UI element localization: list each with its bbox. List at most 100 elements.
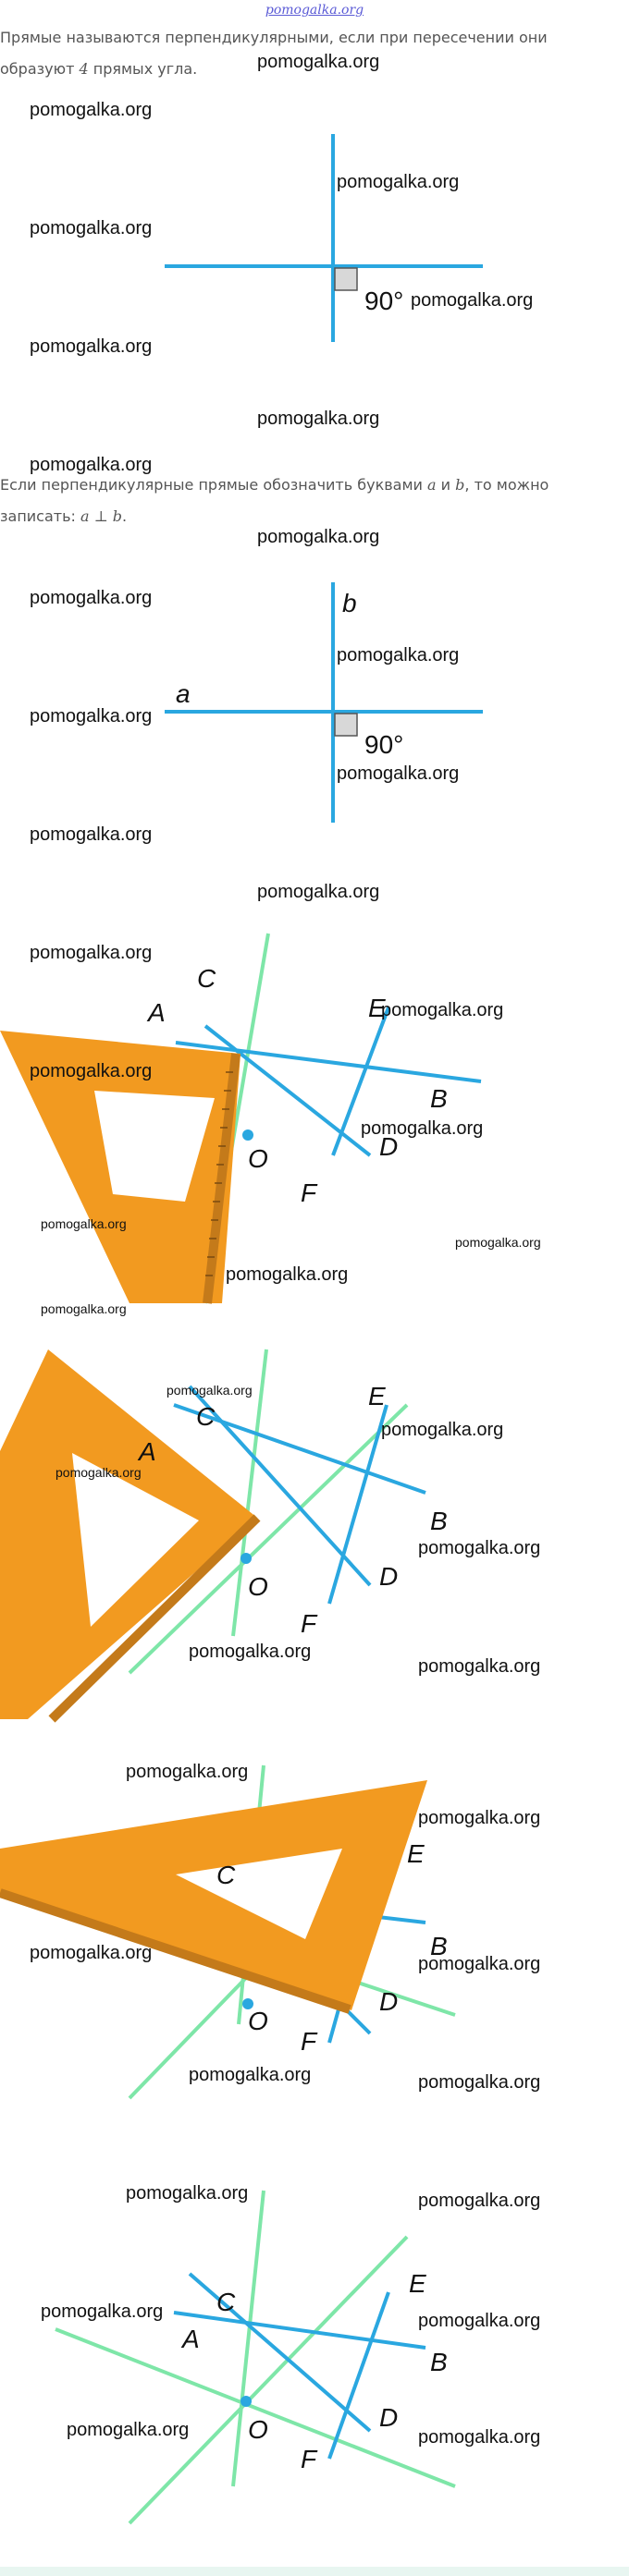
label-F: F	[301, 2445, 318, 2473]
definition-number: 4	[79, 60, 89, 78]
notation-and: и	[436, 476, 456, 494]
label-D: D	[379, 1987, 398, 2016]
construction-step-1: A C E B D F O	[0, 933, 482, 1304]
watermark: pomogalka.org	[41, 1301, 127, 1316]
var-a: a	[427, 476, 437, 494]
label-E: E	[409, 2269, 426, 2298]
construction-step-3: C E B D F O	[0, 1764, 456, 2100]
site-link[interactable]: pomogalka.org	[265, 3, 364, 18]
label-B: B	[430, 1932, 448, 1960]
watermark: pomogalka.org	[126, 2183, 249, 2204]
watermark: pomogalka.org	[418, 2311, 541, 2331]
site-header: pomogalka.org	[0, 0, 629, 18]
label-a: a	[176, 679, 191, 708]
definition-line-2-suffix: прямых угла.	[88, 60, 198, 78]
label-F: F	[301, 1609, 318, 1638]
watermark: pomogalka.org	[56, 1465, 142, 1480]
watermark: pomogalka.org	[361, 1118, 484, 1139]
label-C: C	[216, 1861, 236, 1889]
watermark: pomogalka.org	[257, 409, 380, 429]
watermark: pomogalka.org	[418, 2072, 541, 2093]
perpendicular-expression: a ⊥ b	[80, 507, 122, 525]
label-O: O	[248, 1572, 268, 1601]
label-B: B	[430, 2348, 448, 2376]
label-E: E	[368, 994, 386, 1022]
watermark: pomogalka.org	[166, 1383, 253, 1398]
watermark: pomogalka.org	[226, 1264, 349, 1285]
watermark: pomogalka.org	[337, 645, 460, 665]
label-b: b	[342, 589, 357, 617]
label-E: E	[407, 1839, 425, 1868]
angle-label: 90°	[364, 730, 403, 759]
label-C: C	[197, 964, 216, 993]
watermark: pomogalka.org	[418, 1954, 541, 1974]
definition-line-2: образуют 4 прямых угла.	[0, 54, 629, 85]
label-O: O	[248, 1144, 268, 1173]
label-A: A	[146, 998, 166, 1027]
watermark: pomogalka.org	[257, 882, 380, 902]
construction-step-2: A C E B D F O	[0, 1349, 448, 1723]
notation-line-1: Если перпендикулярные прямые обозначить …	[0, 470, 629, 501]
label-F: F	[301, 1178, 318, 1207]
watermark: pomogalka.org	[30, 336, 153, 357]
notation-paragraph: Если перпендикулярные прямые обозначить …	[0, 470, 629, 532]
watermark: pomogalka.org	[381, 1000, 504, 1020]
watermark: pomogalka.org	[30, 706, 153, 726]
watermark: pomogalka.org	[257, 52, 380, 72]
watermark: pomogalka.org	[126, 1762, 249, 1782]
perpendicular-figure-2: 90° a b	[165, 582, 483, 823]
notation-line-1-suffix: , то можно	[464, 476, 549, 494]
label-F: F	[301, 2027, 318, 2056]
right-angle-marker	[334, 713, 358, 737]
watermark: pomogalka.org	[30, 824, 153, 845]
watermark: pomogalka.org	[337, 763, 460, 784]
right-angle-marker	[334, 267, 358, 291]
label-C: C	[196, 1402, 216, 1431]
angle-label: 90°	[364, 287, 403, 315]
definition-line-1: Прямые называются перпендикулярными, есл…	[0, 29, 548, 46]
watermark: pomogalka.org	[41, 1216, 127, 1231]
label-A: A	[180, 2325, 200, 2353]
watermark: pomogalka.org	[418, 1808, 541, 1828]
watermark: pomogalka.org	[337, 172, 460, 192]
definition-line-2-prefix: образуют	[0, 60, 80, 78]
watermark: pomogalka.org	[418, 2427, 541, 2448]
watermark: pomogalka.org	[455, 1235, 541, 1250]
watermark: pomogalka.org	[189, 2065, 312, 2085]
watermark: pomogalka.org	[41, 2301, 164, 2322]
watermark: pomogalka.org	[418, 2191, 541, 2211]
label-D: D	[379, 1132, 398, 1161]
definition-paragraph: Прямые называются перпендикулярными, есл…	[0, 22, 629, 85]
watermark: pomogalka.org	[30, 1061, 153, 1081]
perpendicular-figure-1: 90°	[165, 134, 483, 342]
footer-bar	[0, 2567, 629, 2576]
label-D: D	[379, 2403, 398, 2432]
label-B: B	[430, 1084, 448, 1113]
var-b: b	[455, 476, 465, 494]
label-C: C	[216, 2288, 236, 2316]
watermark: pomogalka.org	[30, 218, 153, 238]
label-A: A	[137, 1437, 156, 1466]
watermark: pomogalka.org	[67, 2420, 190, 2440]
watermark: pomogalka.org	[30, 588, 153, 608]
watermark: pomogalka.org	[30, 455, 153, 475]
watermark: pomogalka.org	[418, 1656, 541, 1677]
watermark: pomogalka.org	[30, 943, 153, 963]
notation-line-2: записать: a ⊥ b.	[0, 501, 629, 532]
watermark: pomogalka.org	[418, 1538, 541, 1558]
notation-line-2-suffix: .	[122, 507, 128, 525]
construction-final: A C E B D F O	[55, 2190, 456, 2525]
notation-line-1-prefix: Если перпендикулярные прямые обозначить …	[0, 476, 428, 494]
watermark: pomogalka.org	[257, 527, 380, 547]
label-D: D	[379, 1562, 398, 1591]
watermark: pomogalka.org	[30, 1943, 153, 1963]
watermark: pomogalka.org	[189, 1642, 312, 1662]
watermark: pomogalka.org	[381, 1420, 504, 1440]
label-B: B	[430, 1507, 448, 1535]
watermark: pomogalka.org	[30, 100, 153, 120]
label-E: E	[368, 1382, 386, 1410]
label-O: O	[248, 2415, 268, 2444]
watermark: pomogalka.org	[411, 290, 534, 311]
label-O: O	[248, 2007, 268, 2035]
notation-line-2-prefix: записать:	[0, 507, 80, 525]
